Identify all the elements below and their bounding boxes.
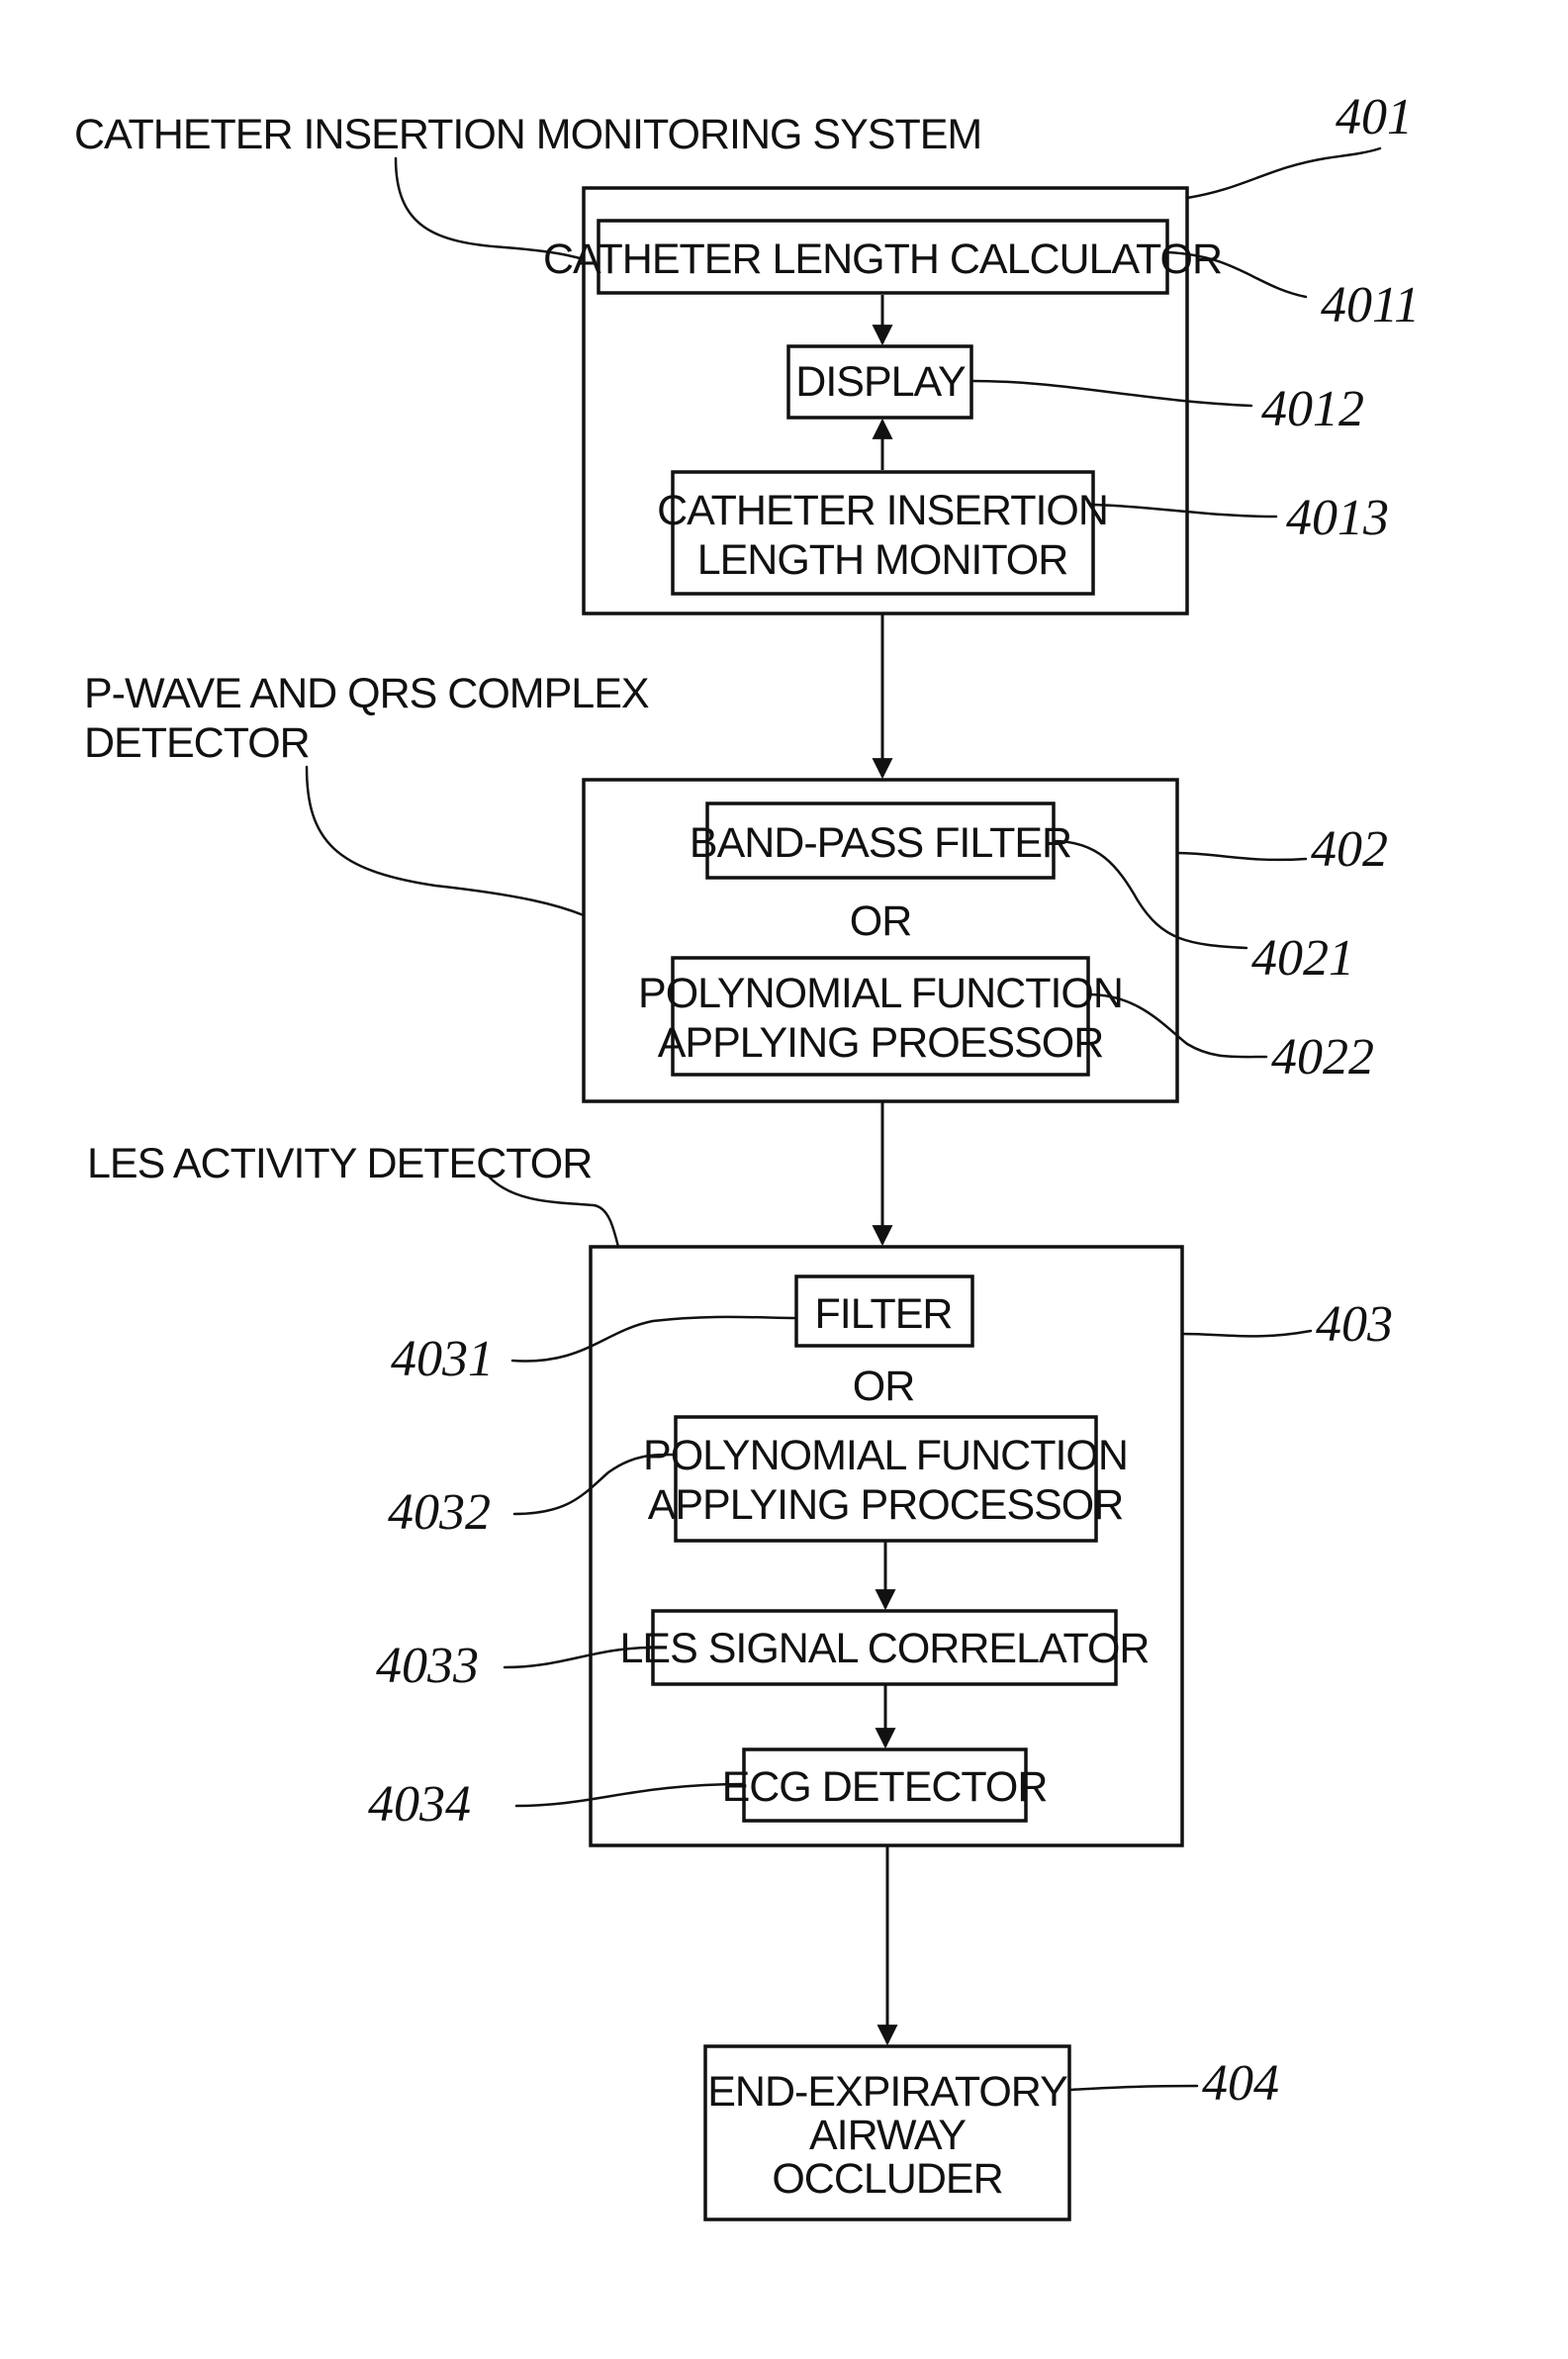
detector-402-ref-leader: [1177, 853, 1306, 860]
detector-402-caption-line1: P-WAVE AND QRS COMPLEX: [84, 670, 649, 717]
detector-403-caption: LES ACTIVITY DETECTOR: [87, 1140, 592, 1187]
polynomial-processor-402-ref: 4022: [1271, 1029, 1374, 1085]
les-correlator-ref: 4033: [376, 1638, 479, 1694]
detector-403-or-label: OR: [853, 1363, 915, 1410]
band-pass-filter-ref-leader: [1054, 841, 1246, 948]
detector-403-ref: 403: [1316, 1296, 1393, 1353]
display-label: DISPLAY: [795, 358, 966, 406]
detector-403-caption-leader: [490, 1178, 618, 1247]
ecg-detector-ref: 4034: [368, 1776, 471, 1833]
length-calculator-label: CATHETER LENGTH CALCULATOR: [543, 236, 1222, 283]
occluder-404-line1: END-EXPIRATORY: [707, 2068, 1067, 2116]
detector-402-or-label: OR: [850, 897, 912, 945]
insertion-monitor-label-line1: CATHETER INSERTION: [657, 487, 1108, 534]
filter-ref-leader: [512, 1317, 796, 1362]
polynomial-processor-403-line1: POLYNOMIAL FUNCTION: [643, 1432, 1128, 1479]
length-calculator-ref: 4011: [1321, 277, 1420, 333]
ecg-detector-label: ECG DETECTOR: [722, 1763, 1048, 1811]
system-401-caption: CATHETER INSERTION MONITORING SYSTEM: [74, 111, 981, 158]
insertion-monitor-ref-leader: [1093, 505, 1276, 517]
polynomial-processor-403-ref: 4032: [388, 1484, 491, 1541]
detector-402-ref: 402: [1311, 821, 1388, 878]
occluder-404-line3: OCCLUDER: [772, 2155, 1002, 2203]
polynomial-processor-402-line2: APPLYING PROESSOR: [658, 1019, 1104, 1067]
occluder-404-line2: AIRWAY: [809, 2112, 966, 2159]
band-pass-filter-label: BAND-PASS FILTER: [690, 819, 1071, 867]
detector-402-caption-leader: [307, 767, 584, 915]
les-correlator-label: LES SIGNAL CORRELATOR: [620, 1625, 1150, 1672]
display-ref-leader: [971, 381, 1251, 406]
polynomial-processor-402-line1: POLYNOMIAL FUNCTION: [638, 970, 1123, 1017]
occluder-404-ref: 404: [1202, 2055, 1279, 2112]
system-401-ref: 401: [1336, 89, 1413, 145]
band-pass-filter-ref: 4021: [1251, 930, 1354, 987]
insertion-monitor-label-line2: LENGTH MONITOR: [697, 536, 1068, 584]
filter-label: FILTER: [815, 1290, 953, 1338]
occluder-404-ref-leader: [1069, 2086, 1197, 2090]
system-401-ref-leader: [1187, 148, 1380, 198]
insertion-monitor-ref: 4013: [1286, 490, 1389, 546]
detector-402-caption-line2: DETECTOR: [84, 719, 310, 767]
detector-403-ref-leader: [1182, 1331, 1311, 1336]
ecg-detector-ref-leader: [516, 1784, 744, 1806]
display-ref: 4012: [1261, 381, 1364, 437]
filter-ref: 4031: [391, 1331, 494, 1387]
polynomial-processor-403-line2: APPLYING PROCESSOR: [648, 1481, 1124, 1529]
